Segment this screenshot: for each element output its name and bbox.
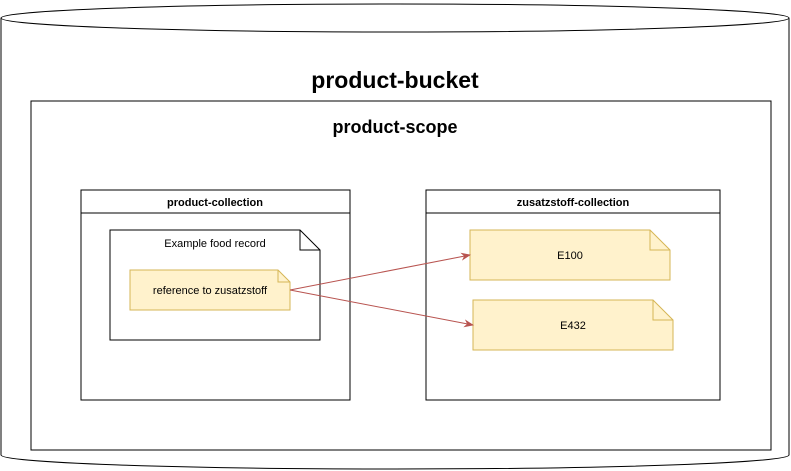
zusatzstoff-collection-box: zusatzstoff-collection E100 E432 bbox=[425, 189, 721, 401]
zusatzstoff-collection-frame bbox=[425, 189, 721, 401]
e100-label: E100 bbox=[557, 250, 583, 262]
reference-note bbox=[129, 269, 291, 311]
bucket-title: product-bucket bbox=[311, 67, 479, 93]
reference-arrow-e100 bbox=[289, 252, 471, 291]
e100-note-fold bbox=[649, 230, 670, 251]
reference-note-label: reference to zusatzstoff bbox=[153, 285, 268, 297]
product-collection-title: product-collection bbox=[167, 197, 263, 209]
food-record-title: Example food record bbox=[164, 238, 266, 250]
reference-arrow-e432 bbox=[289, 289, 474, 328]
reference-note-fold bbox=[277, 270, 290, 283]
food-record-fold bbox=[299, 230, 320, 251]
zusatzstoff-collection-title: zusatzstoff-collection bbox=[517, 197, 630, 209]
e432-label: E432 bbox=[560, 320, 586, 332]
e432-note-fold bbox=[652, 300, 673, 321]
product-collection-box: product-collection Example food record r… bbox=[80, 189, 351, 401]
e432-note bbox=[472, 299, 674, 351]
bucket-cylinder-top bbox=[0, 3, 790, 33]
scope-title: product-scope bbox=[332, 117, 457, 137]
e100-note bbox=[469, 229, 671, 281]
